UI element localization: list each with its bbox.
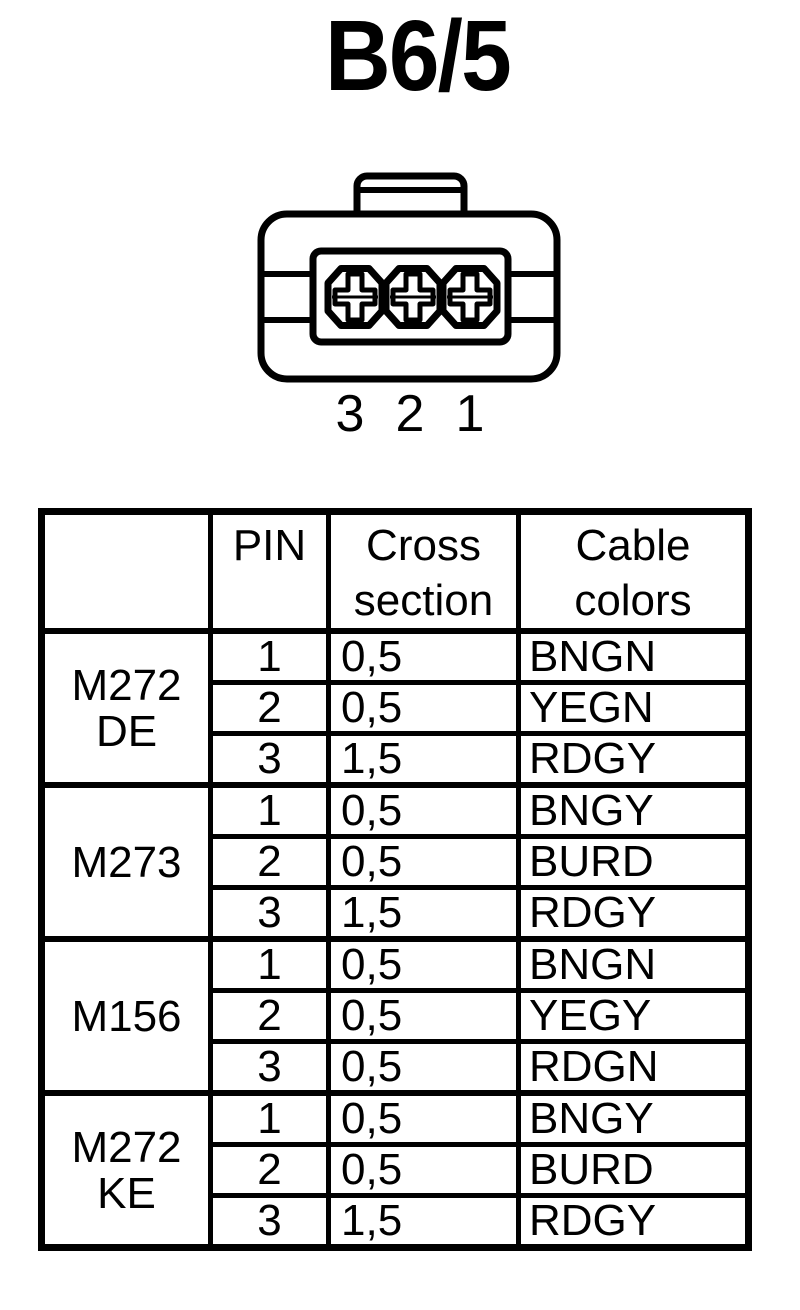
pin-cell: 1	[208, 782, 331, 839]
cable-color-cell: RDGY	[516, 1193, 751, 1250]
table-row: 3 1,5 RDGY	[42, 1193, 751, 1250]
cross-section-cell: 0,5	[326, 988, 521, 1044]
table-row: 3 1,5 RDGY	[42, 731, 751, 788]
pin-cell: 3	[208, 1193, 331, 1250]
table-row: 3 0,5 RDGN	[42, 1039, 751, 1096]
pin-cell: 2	[208, 988, 331, 1044]
cable-color-cell: BURD	[516, 1142, 751, 1198]
pin-label-3: 3	[336, 385, 365, 443]
col-header-empty	[39, 509, 213, 634]
cross-section-cell: 0,5	[326, 1142, 521, 1198]
pin-cell: 1	[208, 628, 331, 685]
col-header-pin: PIN	[208, 509, 331, 634]
table-row: M156 1 0,5 BNGN	[39, 936, 751, 1096]
pin-cell: 3	[208, 885, 331, 942]
col-header-cable-colors: Cable colors	[516, 509, 751, 634]
cable-color-cell: BNGY	[516, 1090, 751, 1147]
connector-diagram: 3 2 1	[257, 172, 561, 443]
cable-color-cell: RDGY	[516, 731, 751, 788]
table-row: 2 0,5 YEGY	[42, 988, 751, 1044]
header-row: PIN Cross section Cable colors	[39, 509, 751, 634]
cable-color-cell: BNGY	[516, 782, 751, 839]
cross-section-cell: 0,5	[326, 1039, 521, 1096]
cable-color-cell: YEGY	[516, 988, 751, 1044]
wiring-table: PIN Cross section Cable colors M272 DE 1…	[38, 508, 752, 1251]
cross-section-cell: 1,5	[326, 1193, 521, 1250]
connector-side-rails	[262, 271, 556, 323]
pin-label-1: 1	[456, 385, 485, 443]
table-row: 3 1,5 RDGY	[42, 885, 751, 942]
col-header-cross-section: Cross section	[326, 509, 521, 634]
cross-section-cell: 0,5	[326, 1090, 521, 1147]
pin-cavity-1	[443, 269, 497, 326]
cross-section-cell: 0,5	[326, 628, 521, 685]
cable-color-cell: YEGN	[516, 680, 751, 736]
pin-cavity-2	[386, 269, 440, 326]
pin-cell: 2	[208, 680, 331, 736]
engine-label: M272 KE	[39, 1090, 213, 1250]
cross-section-cell: 0,5	[326, 680, 521, 736]
table-row: M272 KE 1 0,5 BNGY	[39, 1090, 751, 1250]
page-title: B6/5	[325, 0, 512, 112]
pin-cell: 1	[208, 1090, 331, 1147]
table-row: M272 DE 1 0,5 BNGN	[39, 628, 751, 788]
engine-label: M272 DE	[39, 628, 213, 788]
cable-color-cell: BNGN	[516, 936, 751, 993]
pin-cell: 3	[208, 1039, 331, 1096]
cross-section-cell: 0,5	[326, 936, 521, 993]
pin-cell: 3	[208, 731, 331, 788]
table-row: M273 1 0,5 BNGY	[39, 782, 751, 942]
cable-color-cell: BURD	[516, 834, 751, 890]
pin-cell: 2	[208, 834, 331, 890]
table-row: 2 0,5 YEGN	[42, 680, 751, 736]
pin-cell: 2	[208, 1142, 331, 1198]
pin-cell: 1	[208, 936, 331, 993]
cross-section-cell: 0,5	[326, 834, 521, 890]
cable-color-cell: RDGN	[516, 1039, 751, 1096]
cross-section-cell: 1,5	[326, 885, 521, 942]
cross-section-cell: 1,5	[326, 731, 521, 788]
pin-cavity-3	[328, 269, 382, 326]
pin-label-2: 2	[396, 385, 425, 443]
table-row: 2 0,5 BURD	[42, 1142, 751, 1198]
engine-label: M273	[39, 782, 213, 942]
cable-color-cell: BNGN	[516, 628, 751, 685]
cable-color-cell: RDGY	[516, 885, 751, 942]
table-row: 2 0,5 BURD	[42, 834, 751, 890]
engine-label: M156	[39, 936, 213, 1096]
cross-section-cell: 0,5	[326, 782, 521, 839]
